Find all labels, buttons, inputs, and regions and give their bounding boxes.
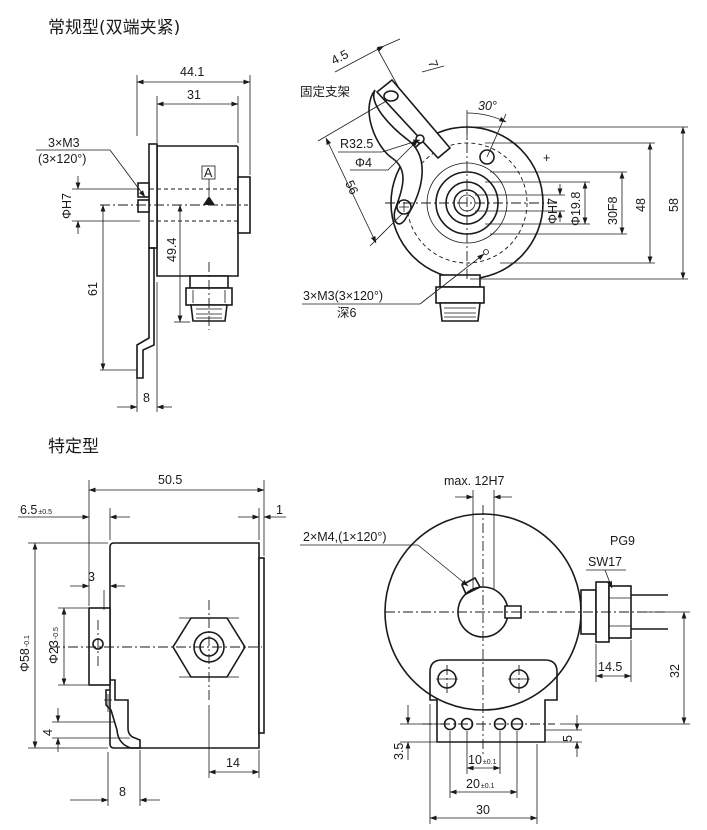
dim-2xm4: 2×M4,(1×120°) [303,530,387,544]
standard-side-view: A [100,143,251,379]
dim-r32-5: R32.5 [340,137,373,151]
dim-5: 5 [561,735,575,742]
dim-6-5: 6.5±0.5 [20,503,52,517]
dim-20: 20±0.1 [466,777,495,791]
dim-depth-6: 深6 [337,306,357,320]
dim-3xm3: 3×M3 [48,136,80,150]
dim-61: 61 [86,282,100,296]
special-side-dims: 50.5 6.5±0.5 1 3 Φ58-0.1 Φ23-0.5 4 [18,473,286,806]
dim-31: 31 [187,88,201,102]
dim-phi4: Φ4 [355,156,372,170]
dim-32: 32 [668,664,682,678]
dim-3x120: (3×120°) [38,152,86,166]
standard-type-title: 常规型(双端夹紧) [48,18,180,38]
dim-1: 1 [276,503,283,517]
dim-30-deg: 30° [478,99,497,113]
dim-7: 7 [425,58,441,69]
dim-4-5: 4.5 [329,47,351,68]
dim-max-12h7: max. 12H7 [444,474,504,488]
label-pg9: PG9 [610,534,635,548]
dim-phi-h7-front: ΦH7 [546,198,560,224]
plus-mark: + [543,151,550,165]
standard-front-view: + [368,78,560,322]
special-front-view [384,505,668,755]
standard-front-dims: 4.5 7 固定支架 30° R32.5 Φ4 56 ΦH7 Φ19.8 [300,38,688,320]
dim-phi19-8: Φ19.8 [569,192,583,226]
dim-3: 3 [88,570,95,584]
dim-4: 4 [41,729,55,736]
standard-side-dims: 44.1 31 3×M3 (3×120°) ΦH7 49.4 61 8 [36,65,251,412]
dim-48: 48 [634,198,648,212]
label-sw17: SW17 [588,555,622,569]
special-side-view [50,542,265,749]
dim-phi23: Φ23-0.5 [47,627,61,664]
dim-phi-h7: ΦH7 [60,193,74,219]
dim-8-standard: 8 [143,391,150,405]
dim-8-special: 8 [119,785,126,799]
dim-49-4: 49.4 [165,238,179,262]
dim-3-5: 3.5 [392,743,406,760]
special-type-title: 特定型 [48,437,99,457]
datum-a-label: A [204,166,213,180]
dim-44-1: 44.1 [180,65,204,79]
dim-30: 30 [476,803,490,817]
dim-50-5: 50.5 [158,473,182,487]
dim-14-5: 14.5 [598,660,622,674]
dim-14: 14 [226,756,240,770]
dim-30f8: 30F8 [606,196,620,225]
dim-58: 58 [667,198,681,212]
dim-10: 10±0.1 [468,753,497,767]
bracket-label: 固定支架 [300,84,350,99]
dim-phi58: Φ58-0.1 [18,635,32,672]
dim-3xm3-full: 3×M3(3×120°) [303,289,383,303]
special-front-dims: max. 12H7 2×M4,(1×120°) PG9 SW17 14.5 32… [300,474,690,824]
dim-56: 56 [342,178,361,197]
